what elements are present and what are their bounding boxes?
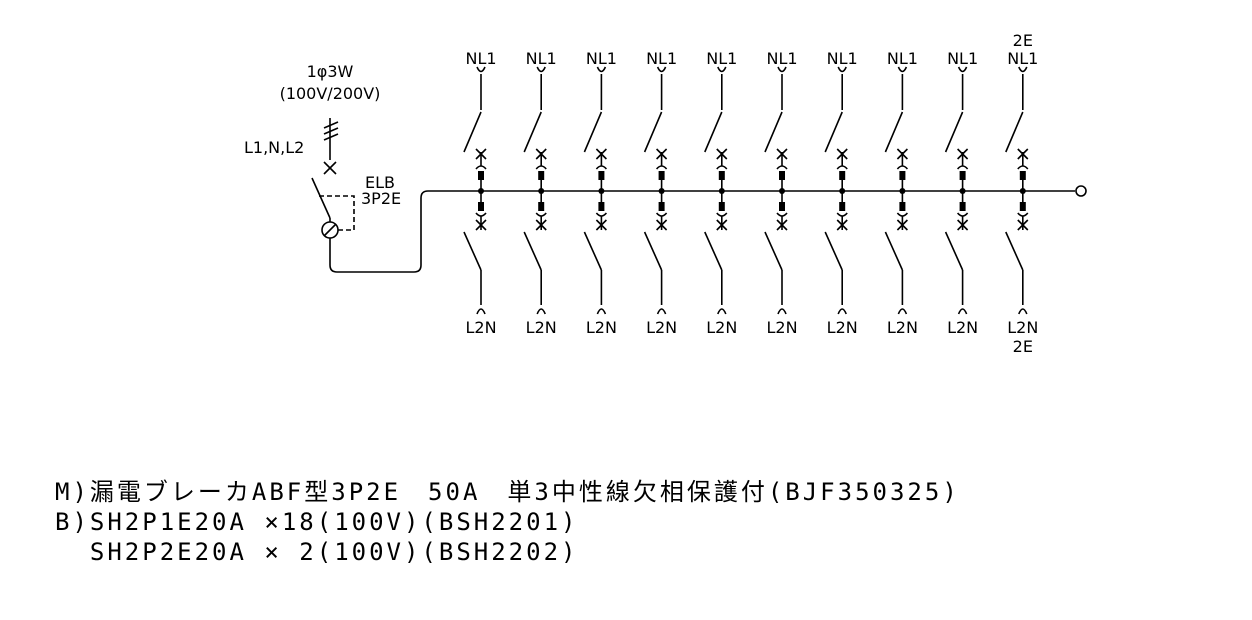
- branch-bottom-label: L2N: [947, 318, 978, 337]
- branch-top-label: NL1: [827, 49, 858, 68]
- branch-circuits: NL1L2NNL1L2NNL1L2NNL1L2NNL1L2NNL1L2NNL1L…: [463, 31, 1038, 356]
- branch-bottom-label: L2N: [706, 318, 737, 337]
- branch-top-label: NL1: [1007, 49, 1038, 68]
- supply-voltage-label: (100V/200V): [280, 84, 381, 103]
- branch-bottom-label: L2N: [646, 318, 677, 337]
- branch-top-label: NL1: [706, 49, 737, 68]
- branch-bottom-label: L2N: [827, 318, 858, 337]
- branch-bottom-extra-label: 2E: [1013, 337, 1033, 356]
- supply-phase-label: 1φ3W: [307, 62, 354, 81]
- branch-bottom-label: L2N: [1007, 318, 1038, 337]
- branch-bottom-label: L2N: [766, 318, 797, 337]
- branch-bottom-label: L2N: [465, 318, 496, 337]
- branch-top-extra-label: 2E: [1013, 31, 1033, 50]
- main-breaker-label: ELB: [365, 173, 395, 192]
- supply-lines-label: L1,N,L2: [244, 138, 304, 157]
- branch-bottom-label: L2N: [586, 318, 617, 337]
- spec-line-branch-1: B)SH2P1E20A ×18(100V)(BSH2201): [55, 508, 578, 536]
- branch-bottom-label: L2N: [526, 318, 557, 337]
- branch-top-label: NL1: [887, 49, 918, 68]
- branch-top-label: NL1: [947, 49, 978, 68]
- spec-line-main-breaker: M)漏電ブレーカABF型3P2E 50A 単3中性線欠相保護付(BJF35032…: [55, 478, 960, 506]
- branch-bottom-label: L2N: [887, 318, 918, 337]
- branch-top-label: NL1: [465, 49, 496, 68]
- branch-top-label: NL1: [586, 49, 617, 68]
- branch-top-label: NL1: [766, 49, 797, 68]
- branch-top-label: NL1: [646, 49, 677, 68]
- main-elb-symbol: [311, 177, 1087, 273]
- main-breaker-poles-label: 3P2E: [361, 189, 401, 208]
- incoming-supply-symbol: [323, 118, 339, 175]
- branch-top-label: NL1: [526, 49, 557, 68]
- spec-line-branch-2: SH2P2E20A × 2(100V)(BSH2202): [55, 538, 578, 566]
